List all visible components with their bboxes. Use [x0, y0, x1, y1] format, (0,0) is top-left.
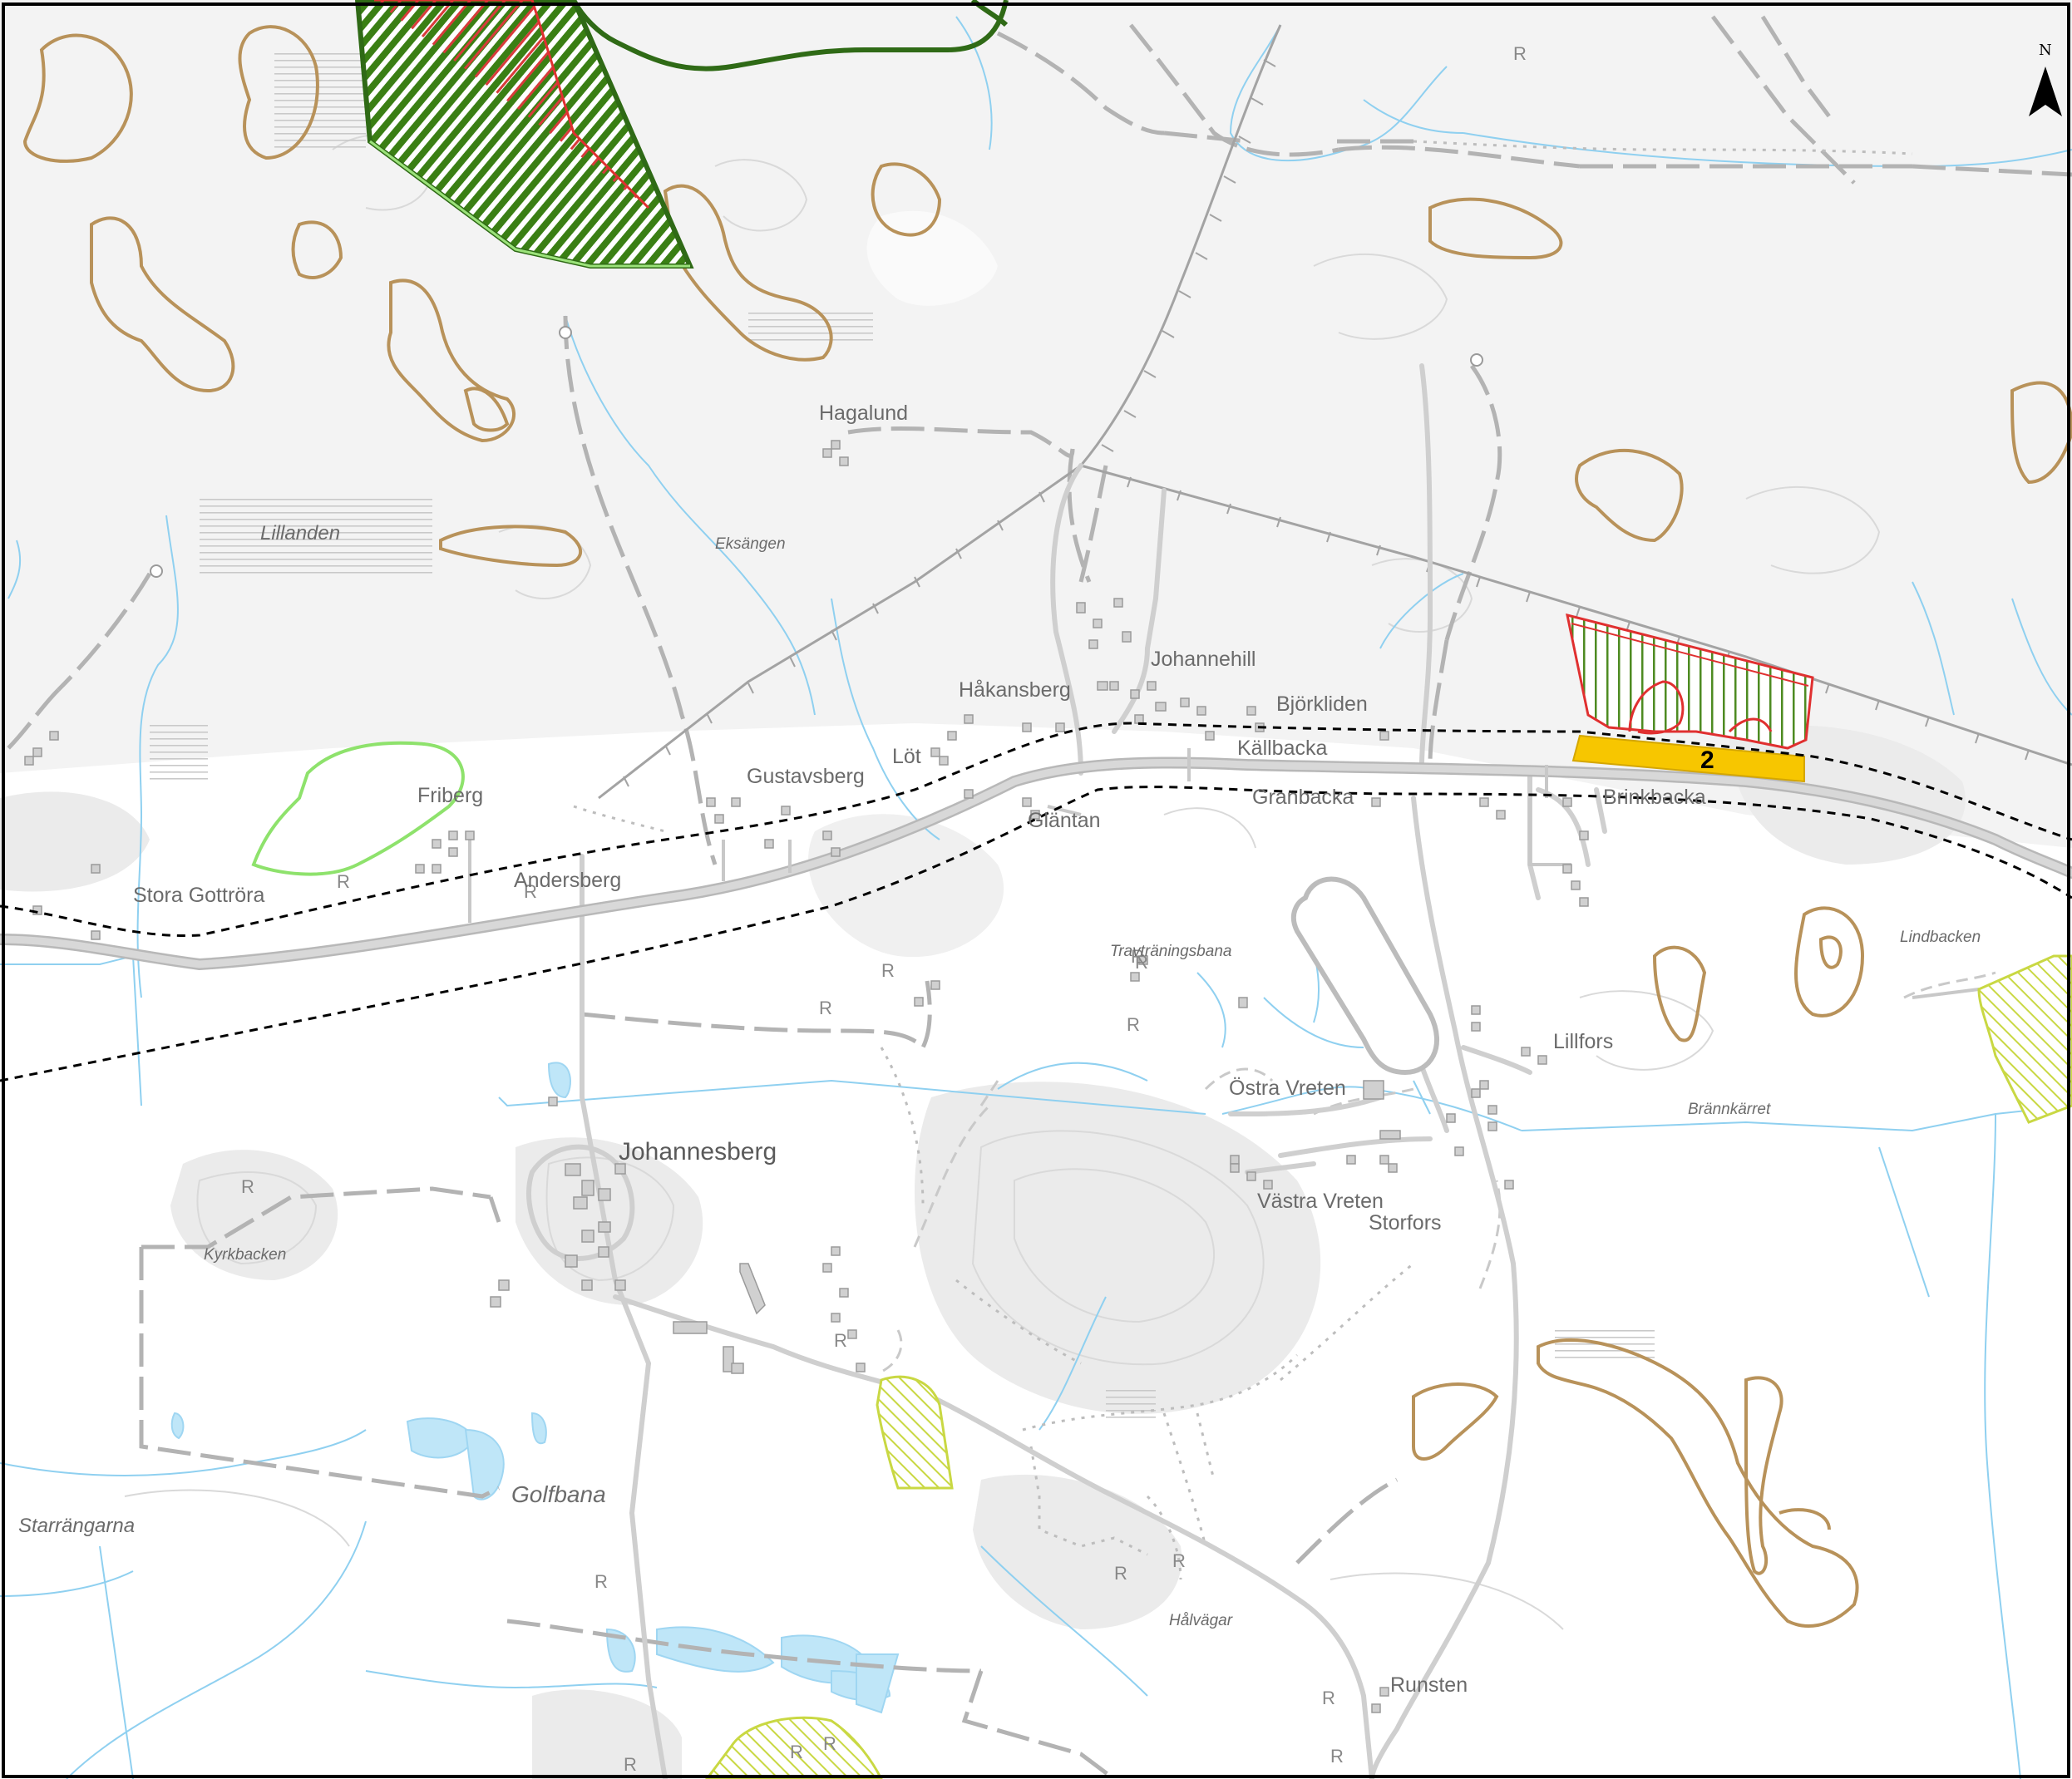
study-area-2[interactable]: [1571, 734, 1805, 783]
place-labels: Hagalund Lillanden Eksängen Johannehill …: [18, 402, 1981, 1697]
svg-text:R: R: [1330, 1746, 1344, 1767]
label-stora-gottrora: Stora Gottröra: [133, 884, 264, 907]
local-roads: [526, 363, 1607, 1779]
label-travtraningsbana: Travträningsbana: [1110, 943, 1231, 960]
svg-text:R: R: [1131, 946, 1144, 967]
buildings: [24, 440, 1589, 1713]
svg-text:R: R: [1114, 1563, 1127, 1584]
railway-lines: [598, 24, 2072, 800]
north-arrow-icon: [2029, 67, 2062, 116]
map-markers: [150, 326, 1483, 578]
label-storfors: Storfors: [1369, 1211, 1442, 1234]
svg-text:R: R: [1172, 1550, 1186, 1571]
svg-text:R: R: [834, 1330, 847, 1351]
svg-text:R: R: [1135, 952, 1148, 973]
svg-text:R: R: [1127, 1014, 1140, 1035]
study-area-hatched: [1566, 613, 1814, 750]
main-road: [0, 756, 2072, 971]
brown-areas: [22, 25, 2072, 1628]
label-glantan: Gläntan: [1028, 809, 1101, 832]
label-brinkbacka: Brinkbacka: [1603, 786, 1706, 809]
label-halvagar: Hålvägar: [1169, 1612, 1233, 1629]
dashed-paths: [7, 15, 2072, 1779]
svg-text:R: R: [524, 881, 537, 902]
dotted-paths: [573, 140, 1913, 1580]
label-lindbacken: Lindbacken: [1900, 929, 1981, 946]
label-runsten: Runsten: [1390, 1673, 1468, 1697]
label-lillanden: Lillanden: [260, 522, 340, 545]
svg-text:R: R: [790, 1742, 803, 1762]
svg-text:R: R: [594, 1571, 608, 1592]
corridor-lines: [0, 722, 2072, 1082]
label-ostra-vreten: Östra Vreten: [1229, 1077, 1346, 1100]
race-track: [1290, 876, 1440, 1076]
svg-text:R: R: [241, 1176, 254, 1197]
forest-shade: [0, 725, 1966, 1779]
label-friberg: Friberg: [417, 784, 483, 807]
svg-text:R: R: [819, 998, 832, 1018]
label-lot: Löt: [892, 745, 921, 768]
wetland-hatch: [150, 50, 1655, 1422]
north-label: N: [2039, 42, 2052, 59]
protected-area-dark-green: [354, 0, 1009, 269]
area-2-label: 2: [1700, 747, 1714, 774]
svg-text:R: R: [337, 871, 350, 892]
label-golfbana: Golfbana: [511, 1481, 606, 1507]
water-bodies: [170, 1062, 900, 1714]
label-hakansberg: Håkansberg: [959, 678, 1071, 702]
label-starrangarna: Starrängarna: [18, 1515, 135, 1537]
label-vastra-vreten: Västra Vreten: [1257, 1190, 1384, 1213]
label-granbacka: Granbacka: [1252, 786, 1354, 809]
label-brannkarret: Brännkärret: [1688, 1101, 1771, 1118]
label-kallbacka: Källbacka: [1237, 737, 1327, 760]
label-lillfors: Lillfors: [1553, 1030, 1613, 1053]
side-roads: [468, 748, 1980, 999]
label-johannehill: Johannehill: [1151, 648, 1256, 671]
svg-text:R: R: [881, 960, 895, 981]
label-gustavsberg: Gustavsberg: [747, 765, 865, 788]
label-hagalund: Hagalund: [819, 402, 908, 425]
label-andersberg: Andersberg: [514, 869, 621, 892]
label-eksangen: Eksängen: [715, 535, 786, 553]
svg-text:R: R: [624, 1754, 637, 1775]
label-johannesberg: Johannesberg: [619, 1138, 777, 1165]
label-bjorkliden: Björkliden: [1276, 692, 1368, 716]
label-kyrkbacken: Kyrkbacken: [204, 1246, 286, 1264]
contour-lines: [124, 134, 1881, 1630]
svg-text:R: R: [823, 1733, 836, 1754]
yellow-hatched-areas: [705, 954, 2072, 1779]
svg-text:R: R: [1322, 1688, 1335, 1708]
light-green-area: [251, 741, 465, 876]
north-arrow[interactable]: N: [2029, 42, 2062, 116]
svg-text:R: R: [1513, 43, 1527, 64]
